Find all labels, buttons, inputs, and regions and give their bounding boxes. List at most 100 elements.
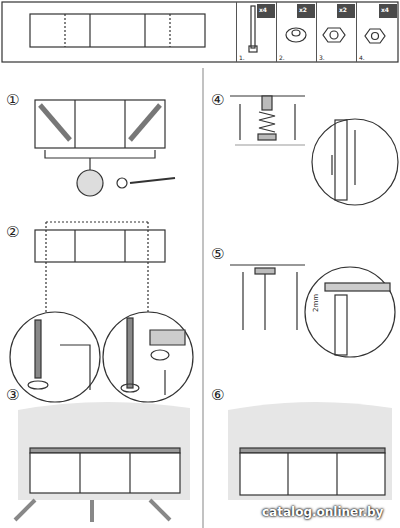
seam xyxy=(129,453,130,493)
count-text: x2 xyxy=(299,3,307,17)
bolt xyxy=(264,274,265,330)
part-cell: 4. x4 xyxy=(356,2,398,62)
bolt xyxy=(35,320,41,378)
step4-art xyxy=(230,96,398,205)
dimension: 2mm xyxy=(312,294,320,312)
foot xyxy=(28,381,48,389)
bracket xyxy=(45,150,155,158)
leader xyxy=(89,158,90,170)
step3-art xyxy=(15,402,190,522)
panel-icon xyxy=(30,14,205,47)
arrow-down xyxy=(331,155,332,175)
arrow-up xyxy=(164,370,165,395)
screwdriver xyxy=(130,178,175,183)
seam xyxy=(74,230,75,262)
washer xyxy=(286,28,306,42)
nut xyxy=(255,268,275,274)
part-number: 1. xyxy=(239,54,245,61)
detail-circle xyxy=(312,119,398,205)
count-badge: x2 xyxy=(297,4,315,18)
floor xyxy=(235,144,305,145)
arrow xyxy=(15,500,35,520)
watermark: catalog.onliner.by xyxy=(262,505,383,519)
panel-edge xyxy=(335,295,347,355)
foot xyxy=(258,134,276,140)
screw xyxy=(117,178,127,188)
step-number: ⑥ xyxy=(211,387,224,403)
seam xyxy=(336,453,337,495)
part-number: 3. xyxy=(319,54,325,61)
step-number: ② xyxy=(6,224,19,240)
guide xyxy=(64,14,65,47)
washer-hole xyxy=(292,30,300,36)
tub-rim xyxy=(30,448,180,453)
bolt-foot xyxy=(249,46,257,52)
step2-art xyxy=(10,222,193,402)
count-text: x4 xyxy=(381,3,389,17)
bolt xyxy=(251,6,255,48)
seam xyxy=(287,453,288,495)
step5-art xyxy=(230,265,395,357)
leg-top xyxy=(262,96,272,110)
bolt xyxy=(127,318,133,388)
panel xyxy=(240,453,385,495)
step-number: ④ xyxy=(211,92,224,108)
detail-circle xyxy=(77,170,103,196)
step-number: ① xyxy=(6,92,19,108)
rim-detail xyxy=(325,283,390,291)
count-badge: x4 xyxy=(257,4,275,18)
step1-art xyxy=(35,100,175,196)
wall xyxy=(228,402,392,500)
strap xyxy=(130,105,160,140)
part-number: 2. xyxy=(279,54,285,61)
panel-edge xyxy=(335,120,347,200)
part-cell: 3. x2 xyxy=(316,2,356,62)
lock-nut-hole xyxy=(372,33,379,40)
count-badge: x4 xyxy=(379,4,397,18)
seam xyxy=(79,453,80,493)
rim xyxy=(230,264,305,265)
nut-hole xyxy=(330,31,338,39)
divider xyxy=(202,68,203,528)
seam xyxy=(89,14,90,47)
seam xyxy=(144,14,145,47)
arrow-down xyxy=(239,104,240,140)
arrow-up xyxy=(296,272,297,330)
guide xyxy=(45,222,46,312)
arrow xyxy=(90,500,94,522)
guide xyxy=(169,14,170,47)
count-text: x2 xyxy=(339,3,347,17)
detail-circle xyxy=(10,312,100,402)
step6-art xyxy=(228,402,392,500)
guide xyxy=(147,222,148,312)
count-badge: x2 xyxy=(337,4,355,18)
arrow-down xyxy=(294,104,295,140)
step-number: ⑤ xyxy=(211,246,224,262)
nut xyxy=(323,28,345,42)
strap xyxy=(40,105,70,140)
panel xyxy=(35,230,165,262)
part-cell: 1. x4 xyxy=(236,2,276,62)
tub-rim xyxy=(240,448,385,453)
panel xyxy=(30,453,180,493)
parts-strip xyxy=(2,2,398,62)
wall xyxy=(18,402,190,500)
washer xyxy=(151,350,169,360)
part-cell: 2. x2 xyxy=(276,2,316,62)
part-number: 4. xyxy=(359,54,365,61)
strip-border xyxy=(2,2,398,62)
detail-circle xyxy=(103,312,193,402)
panel-edge xyxy=(60,345,90,390)
arrow-up xyxy=(242,272,243,330)
panel-edge xyxy=(150,330,185,345)
spring xyxy=(259,112,275,132)
seam xyxy=(124,230,125,262)
detail-circle xyxy=(305,267,395,357)
seam xyxy=(124,100,125,148)
lock-nut xyxy=(365,29,385,43)
guide xyxy=(46,221,148,222)
bolt xyxy=(354,130,355,185)
panel xyxy=(35,100,165,148)
